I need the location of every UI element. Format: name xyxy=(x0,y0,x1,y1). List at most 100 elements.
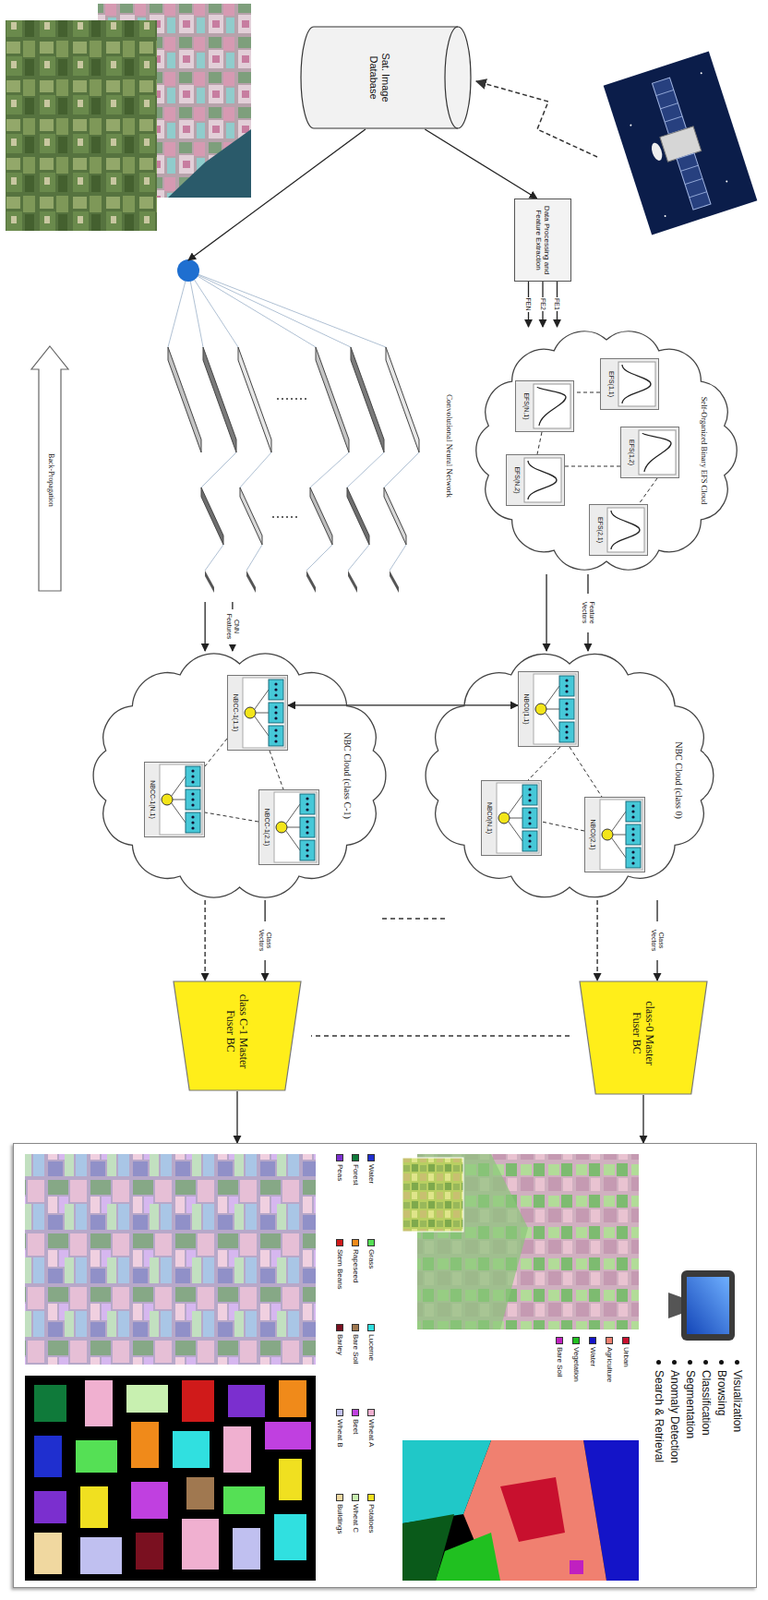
distribution-curve xyxy=(528,460,557,500)
node-label: EFS(N,2) xyxy=(513,456,521,504)
distribution-curve xyxy=(642,432,672,472)
text-block: Convolutional Neural Network xyxy=(444,385,455,506)
node-label: EFS(1,2) xyxy=(627,428,636,477)
field xyxy=(34,1435,62,1477)
icon-dot xyxy=(564,730,568,733)
sub-network xyxy=(268,725,284,746)
legend-item: Urban xyxy=(622,1336,630,1368)
ellipsis-dots xyxy=(276,397,307,400)
icon-dot xyxy=(564,707,568,710)
feature-map xyxy=(240,487,263,545)
output-panel: VisualizationBrowsingClassificationSegme… xyxy=(12,1142,757,1588)
icon-dot xyxy=(528,798,531,802)
icon-dot xyxy=(191,780,194,783)
icon-frame xyxy=(496,782,540,853)
text-block: NBC Cloud (class C-1) xyxy=(341,717,353,834)
icon-dot xyxy=(564,724,568,728)
legend-text: Water xyxy=(367,1164,375,1184)
star xyxy=(699,72,703,75)
sub-network xyxy=(559,698,575,720)
distribution-icon xyxy=(636,427,679,478)
icon-dot xyxy=(305,830,309,834)
legend-item: Bare Soil xyxy=(351,1323,360,1364)
efs-box: EFS(1,1) xyxy=(600,358,660,410)
antenna-dish xyxy=(649,141,665,162)
field xyxy=(223,1486,265,1514)
feature-map xyxy=(348,570,358,593)
feature-map xyxy=(238,347,272,453)
text-block: EFS(1,2) xyxy=(627,428,636,477)
node-label: NBC0(N,1) xyxy=(485,781,493,854)
legend-item: Peas xyxy=(336,1153,344,1181)
sub-network xyxy=(522,830,538,852)
nbc-cloud: NBCC-1(1,1)NBCC-1(2,1)NBCC-1(N,1)NBC Clo… xyxy=(89,650,390,900)
icon-dot xyxy=(274,739,277,743)
cloud-line xyxy=(425,653,714,897)
icon-dot xyxy=(564,684,568,687)
map-region xyxy=(402,1440,492,1524)
legend-swatch xyxy=(351,1408,360,1416)
efs-box: EFS(1,2) xyxy=(620,426,680,479)
fusion-node xyxy=(535,703,547,715)
legend-swatch xyxy=(605,1336,613,1344)
feature-map xyxy=(350,347,384,453)
icon-dot xyxy=(191,803,194,806)
icon-dot xyxy=(528,810,531,814)
efs-box: EFS(N,1) xyxy=(515,380,575,432)
legend-swatch xyxy=(336,1493,344,1501)
cnn-illustration xyxy=(168,259,420,593)
icon-dot xyxy=(305,802,309,805)
icon-frame xyxy=(638,430,676,475)
icon-dot xyxy=(191,768,194,772)
classifier-icon xyxy=(494,780,541,855)
icon-dot xyxy=(631,804,635,807)
space-background xyxy=(603,51,758,236)
text-block: Data Processing and Feature Extraction xyxy=(515,199,571,281)
sea-area xyxy=(168,129,252,198)
feature-map xyxy=(204,570,215,593)
field xyxy=(232,1527,261,1570)
field xyxy=(172,1430,210,1468)
icon-dot xyxy=(191,797,194,801)
icon-dot xyxy=(631,832,635,836)
input-node xyxy=(177,259,200,282)
class-separator xyxy=(311,918,570,1036)
icon-dot xyxy=(528,787,531,791)
monitor-screen xyxy=(686,1276,730,1334)
sub-network xyxy=(268,679,284,700)
legend-text: Peas xyxy=(336,1164,344,1181)
node-label: NBC Cloud (class C-1) xyxy=(341,717,353,834)
classifier-icon xyxy=(240,675,288,750)
text-block: VisualizationBrowsingClassificationSegme… xyxy=(650,1357,745,1580)
fusion-node xyxy=(601,828,613,840)
field xyxy=(34,1490,67,1524)
node-label: Convolutional Neural Network xyxy=(444,385,455,506)
legend-item: Grass xyxy=(367,1238,375,1269)
layer-links xyxy=(201,452,420,571)
icon-dot xyxy=(564,701,568,705)
list-item: Segmentation xyxy=(682,1357,698,1580)
field xyxy=(181,1380,215,1422)
icon-dot xyxy=(564,712,568,716)
edge-label: FE2 xyxy=(539,297,547,312)
field xyxy=(181,1518,219,1570)
sub-network xyxy=(522,784,538,805)
connector-arrow xyxy=(188,129,366,261)
legend-text: Wheat B xyxy=(336,1418,344,1448)
nbc-cloud: NBC0(1,1)NBC0(2,1)NBC0(N,1)NBC Cloud (cl… xyxy=(421,650,718,900)
legend-item: Bare Soil xyxy=(555,1336,564,1377)
node-label: Data Processing and Feature Extraction xyxy=(534,203,552,277)
legend-text: Beet xyxy=(351,1418,360,1434)
field xyxy=(278,1458,302,1500)
field xyxy=(135,1532,164,1570)
field-image xyxy=(24,1153,316,1365)
feature-map xyxy=(246,570,256,593)
field xyxy=(131,1421,159,1468)
legend-swatch xyxy=(367,1323,375,1332)
classifier-icon xyxy=(531,672,578,746)
legend-swatch xyxy=(555,1336,564,1344)
icon-dot xyxy=(631,855,635,859)
sub-network xyxy=(185,766,201,787)
